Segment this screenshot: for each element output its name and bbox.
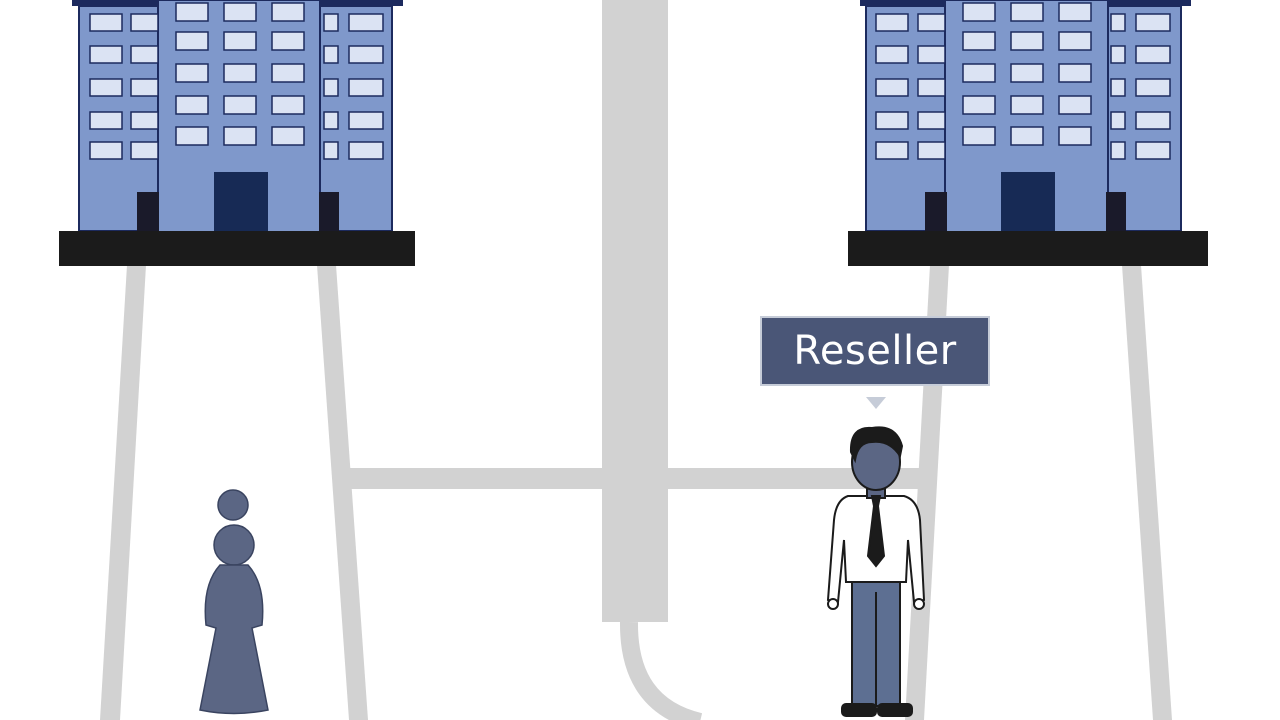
left-building: [59, 0, 415, 266]
label-pointer: [866, 397, 886, 409]
reseller-label: Reseller: [760, 316, 990, 386]
right-building-side-door-left: [925, 192, 947, 232]
right-building-base: [848, 231, 1208, 266]
right-building-side-door-right: [1106, 192, 1126, 232]
left-building-left-leg: [100, 265, 146, 720]
left-building-right-leg: [317, 265, 368, 720]
person-silhouette-icon: [199, 489, 269, 715]
right-building-windows: [875, 2, 1171, 160]
left-building-main-door: [214, 172, 268, 238]
right-building: [848, 0, 1208, 266]
left-building-side-door-left: [137, 192, 159, 232]
central-trunk-pipe: [602, 0, 668, 622]
right-building-main-door: [1001, 172, 1055, 238]
left-building-base: [59, 231, 415, 266]
left-building-windows: [89, 2, 384, 160]
left-building-side-door-right: [319, 192, 339, 232]
businessman-icon: [826, 426, 926, 717]
pipe-network: [100, 0, 1172, 720]
reseller-label-text: Reseller: [793, 328, 957, 374]
right-building-right-leg: [1122, 265, 1172, 720]
curved-outlet-pipe: [619, 621, 703, 720]
